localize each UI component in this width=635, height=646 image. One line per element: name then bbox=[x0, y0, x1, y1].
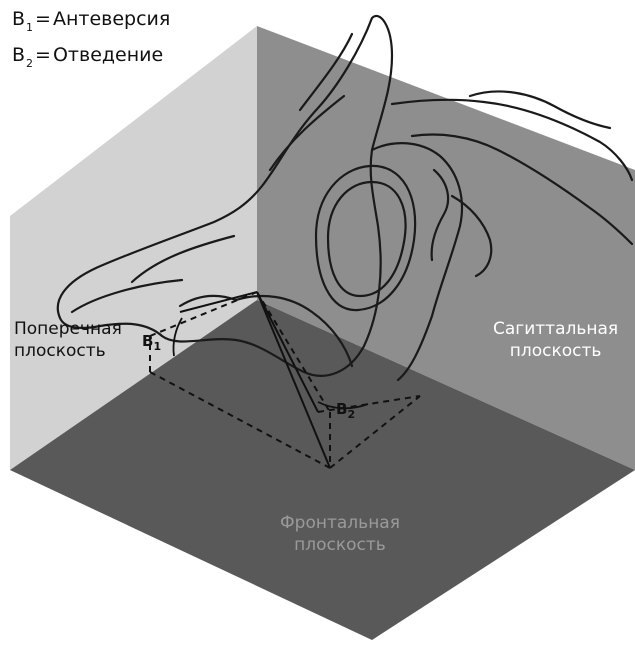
legend-eq-b1: = bbox=[35, 8, 51, 30]
transverse-plane-label-line2: плоскость bbox=[14, 340, 122, 362]
angle-label-b1-sub: 1 bbox=[153, 340, 161, 353]
legend-sub-b1: 1 bbox=[26, 21, 33, 34]
legend-item-anteversion: B1=Антеверсия bbox=[12, 10, 170, 29]
sagittal-plane-label: Сагиттальная плоскость bbox=[493, 318, 618, 362]
legend-symbol-b1: B bbox=[12, 8, 25, 30]
legend-text-abduction: Отведение bbox=[53, 44, 163, 66]
frontal-plane-label-line1: Фронтальная bbox=[265, 512, 415, 534]
frontal-plane-label-line2: плоскость bbox=[265, 534, 415, 556]
angle-label-b2-symbol: B bbox=[336, 400, 347, 418]
angle-label-b2-sub: 2 bbox=[347, 408, 355, 421]
legend-sub-b2: 2 bbox=[26, 57, 33, 70]
sagittal-plane-label-line2: плоскость bbox=[493, 340, 618, 362]
angle-label-b1-symbol: B bbox=[142, 332, 153, 350]
legend-eq-b2: = bbox=[35, 44, 51, 66]
sagittal-plane-label-line1: Сагиттальная bbox=[493, 318, 618, 340]
legend-text-anteversion: Антеверсия bbox=[53, 8, 170, 30]
frontal-plane-label: Фронтальная плоскость bbox=[265, 512, 415, 556]
transverse-plane-label-line1: Поперечная bbox=[14, 318, 122, 340]
legend-item-abduction: B2=Отведение bbox=[12, 46, 163, 65]
transverse-plane-label: Поперечная плоскость bbox=[14, 318, 122, 362]
legend-symbol-b2: B bbox=[12, 44, 25, 66]
